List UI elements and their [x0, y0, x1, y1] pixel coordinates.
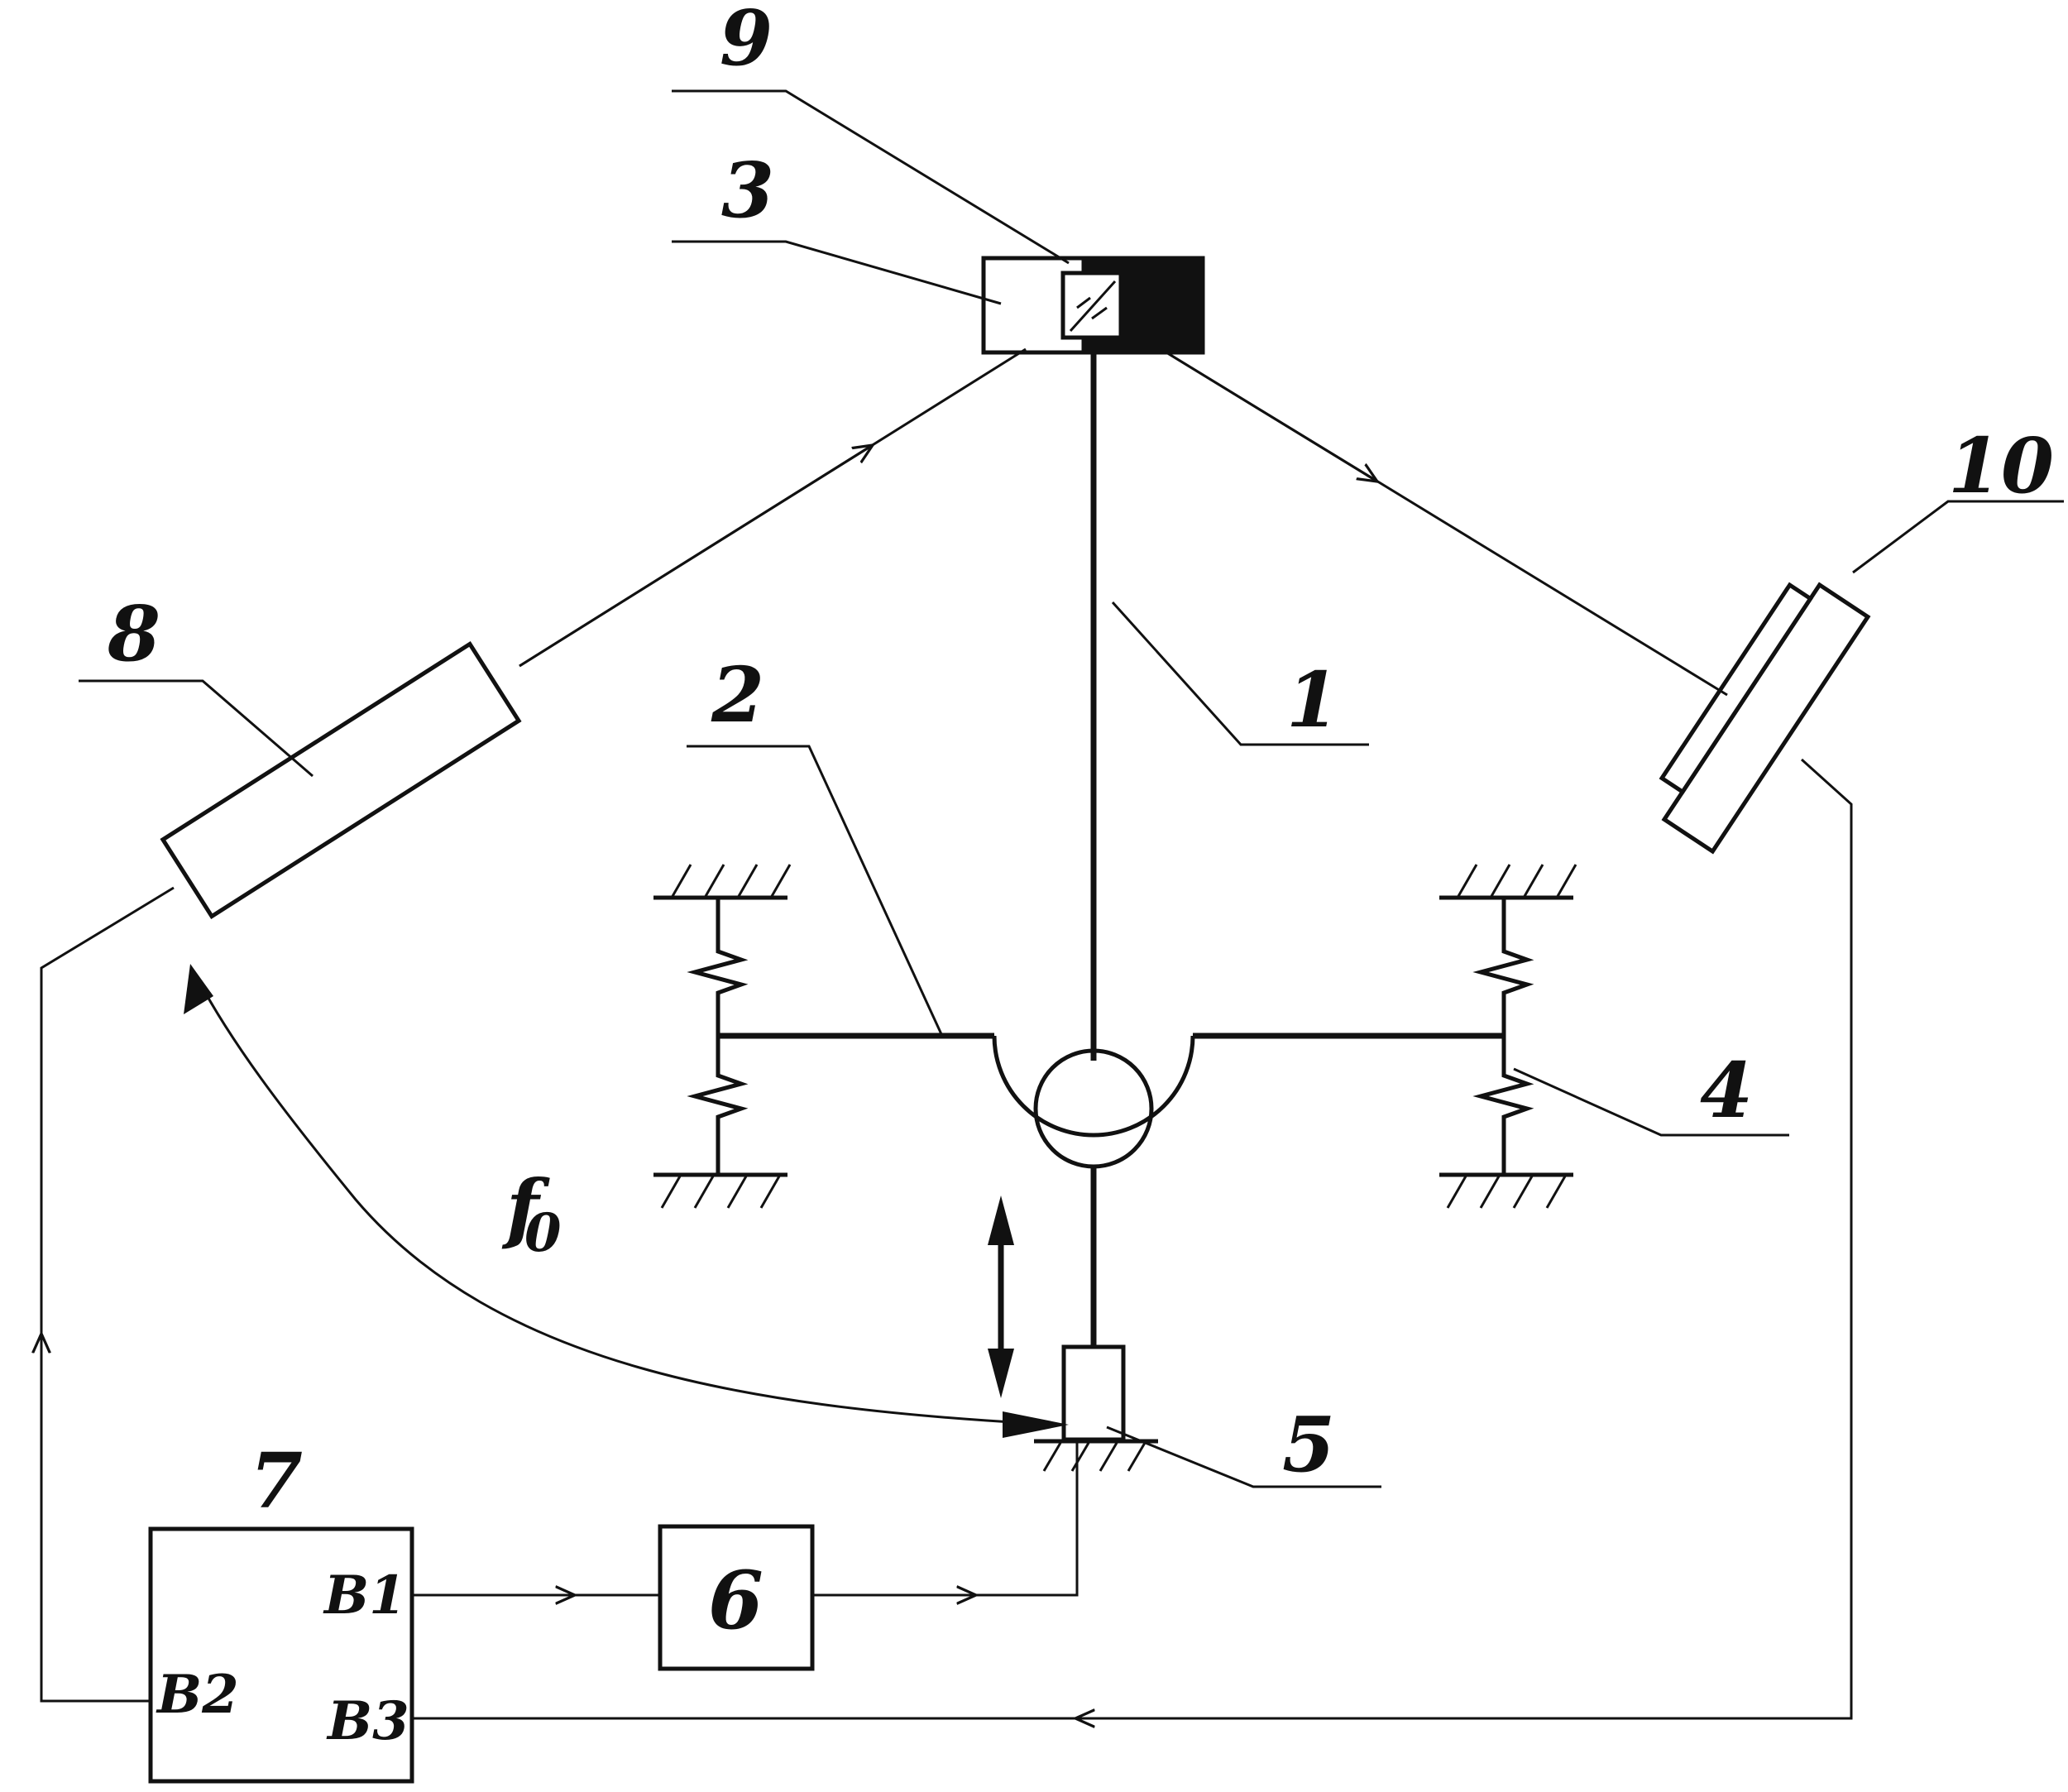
left-spring-support [653, 864, 792, 1209]
port-b3: B3 [326, 1690, 409, 1752]
label-detector: 10 [1948, 421, 2054, 510]
label-spring: 4 [1700, 1046, 1753, 1135]
label-crossbar: 2 [711, 650, 764, 740]
port-b1: B1 [323, 1564, 406, 1627]
vibration-arrow [988, 1195, 1014, 1398]
label-head-block: 3 [721, 146, 774, 235]
reflected-beam [1166, 351, 1728, 697]
leader-lines [79, 89, 2064, 1488]
label-mirror: 9 [720, 0, 773, 83]
head-block [981, 256, 1205, 355]
label-light-source: 8 [107, 589, 160, 678]
label-block6: 6 [708, 1554, 764, 1647]
frequency-curve [184, 964, 1069, 1438]
right-spring-support [1439, 864, 1577, 1209]
actuator [1034, 1344, 1158, 1472]
wire-detector-to-b3 [412, 758, 1853, 1720]
signal-label-subscript: 0 [524, 1202, 562, 1264]
detector [1659, 582, 1871, 855]
wire-6-to-actuator [812, 1441, 1079, 1597]
block6-box [658, 1524, 815, 1671]
label-arm: 1 [1286, 655, 1339, 745]
port-b2: B2 [156, 1664, 239, 1726]
controller-box [148, 1526, 414, 1784]
light-source [160, 640, 522, 920]
incident-beam [519, 347, 1027, 668]
label-actuator: 5 [1282, 1400, 1335, 1489]
label-controller: 7 [250, 1436, 303, 1526]
signal-label: f 0 [501, 1163, 562, 1264]
